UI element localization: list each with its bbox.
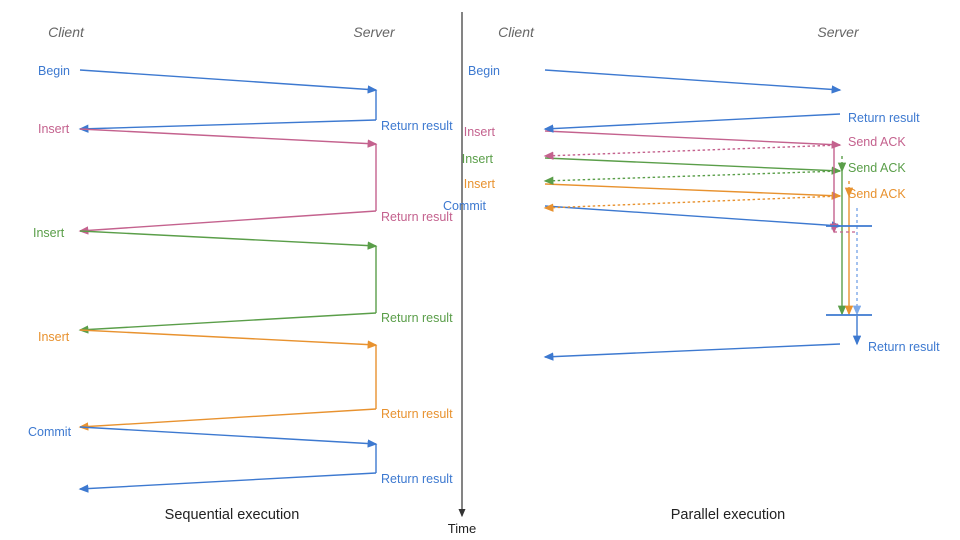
message-arrow-sequential-7	[78, 408, 377, 431]
lane-title-client-parallel: Client	[498, 24, 535, 40]
message-arrow-sequential-1	[78, 119, 377, 133]
response-label-parallel-4: Return result	[868, 340, 940, 354]
lane-title-server-parallel: Server	[817, 24, 860, 40]
request-arrow-parallel-4	[544, 205, 842, 230]
message-label-sequential-8: Commit	[28, 425, 72, 439]
message-label-sequential-7: Return result	[381, 407, 453, 421]
response-arrow-parallel-3	[543, 195, 841, 212]
message-arrow-sequential-0	[79, 69, 378, 94]
lane-title-server-sequential: Server	[353, 24, 396, 40]
message-arrow-sequential-4	[79, 230, 378, 250]
message-label-sequential-5: Return result	[381, 311, 453, 325]
message-arrow-sequential-2	[79, 128, 378, 148]
request-label-parallel-1: Insert	[464, 125, 496, 139]
request-label-parallel-2: Insert	[462, 152, 494, 166]
panel-caption-parallel: Parallel execution	[671, 507, 785, 523]
message-label-sequential-2: Insert	[38, 122, 70, 136]
request-label-parallel-4: Commit	[443, 199, 487, 213]
response-arrow-parallel-0	[543, 113, 841, 133]
response-label-parallel-2: Send ACK	[848, 161, 906, 175]
message-label-sequential-9: Return result	[381, 472, 453, 486]
lane-title-client-sequential: Client	[48, 24, 85, 40]
response-label-parallel-0: Return result	[848, 111, 920, 125]
time-axis-label: Time	[448, 521, 476, 536]
message-arrow-sequential-8	[79, 426, 378, 448]
request-arrow-parallel-2	[544, 157, 842, 175]
request-arrow-parallel-0	[544, 69, 842, 94]
response-label-parallel-3: Send ACK	[848, 187, 906, 201]
message-arrow-sequential-6	[79, 329, 378, 349]
message-arrow-sequential-9	[78, 472, 377, 493]
message-label-sequential-6: Insert	[38, 330, 70, 344]
panel-caption-sequential: Sequential execution	[165, 507, 300, 523]
request-label-parallel-0: Begin	[468, 64, 500, 78]
message-label-sequential-1: Return result	[381, 119, 453, 133]
request-label-parallel-3: Insert	[464, 177, 496, 191]
message-label-sequential-0: Begin	[38, 64, 70, 78]
request-arrow-parallel-1	[544, 130, 842, 149]
message-label-sequential-4: Insert	[33, 226, 65, 240]
message-arrow-sequential-5	[78, 312, 377, 334]
request-arrow-parallel-3	[544, 183, 842, 200]
response-label-parallel-1: Send ACK	[848, 135, 906, 149]
response-arrow-parallel-4	[543, 343, 841, 361]
response-arrow-parallel-2	[543, 170, 841, 185]
message-label-sequential-3: Return result	[381, 210, 453, 224]
message-arrow-sequential-3	[78, 210, 377, 235]
response-arrow-parallel-1	[543, 144, 841, 160]
